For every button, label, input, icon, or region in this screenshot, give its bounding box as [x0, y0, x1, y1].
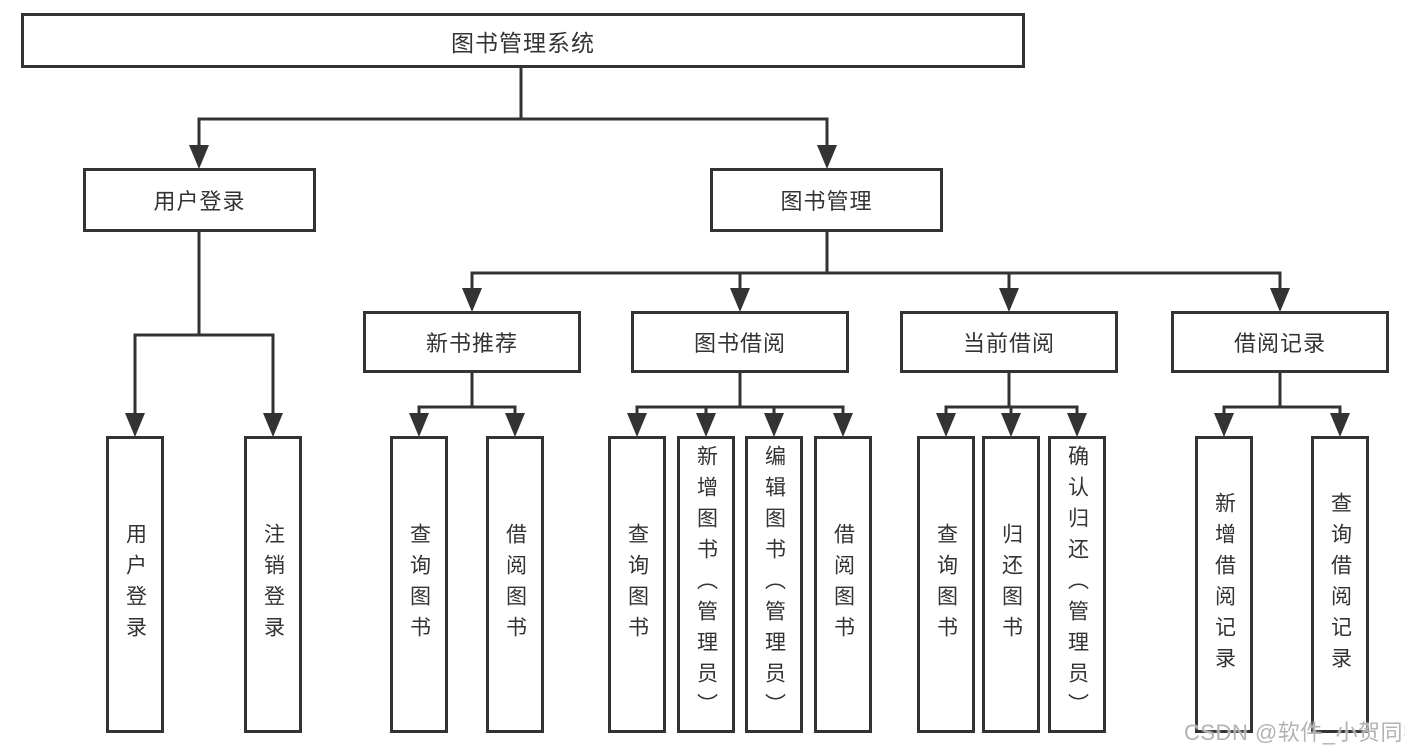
- arrowhead-icon: [125, 413, 145, 437]
- csdn-watermark: CSDN @软件_小贺同学: [1184, 720, 1405, 745]
- node-label: 确认归还（管理员）: [1065, 445, 1089, 724]
- leaf-add-borrow-record: 新增借阅记录: [1195, 436, 1253, 733]
- arrowhead-icon: [1001, 413, 1021, 437]
- connector-current-borrow-branch: [936, 373, 1087, 437]
- arrowhead-icon: [833, 413, 853, 437]
- node-label: 图书管理: [780, 189, 873, 214]
- node-label: 借阅图书: [831, 522, 855, 647]
- arrowhead-icon: [1214, 413, 1234, 437]
- arrowhead-icon: [936, 413, 956, 437]
- node-book-management: 图书管理: [710, 168, 943, 232]
- node-borrow-records: 借阅记录: [1171, 311, 1389, 373]
- leaf-query-borrow-record: 查询借阅记录: [1311, 436, 1369, 733]
- leaf-borrow-books-recommend: 借阅图书: [486, 436, 544, 733]
- arrowhead-icon: [409, 413, 429, 437]
- node-label: 用户登录: [123, 522, 147, 647]
- connector-new-book-branch: [409, 373, 525, 437]
- node-current-borrow: 当前借阅: [900, 311, 1118, 373]
- node-label: 归还图书: [999, 522, 1023, 647]
- node-label: 借阅图书: [503, 522, 527, 647]
- arrowhead-icon: [764, 413, 784, 437]
- node-label: 用户登录: [153, 189, 246, 214]
- arrowhead-icon: [505, 413, 525, 437]
- node-label: 查询图书: [625, 522, 649, 647]
- node-label: 新增借阅记录: [1212, 491, 1236, 678]
- leaf-return-books: 归还图书: [982, 436, 1040, 733]
- leaf-query-books-borrow: 查询图书: [608, 436, 666, 733]
- connector-book-management-branch: [462, 232, 1290, 312]
- leaf-borrow-books-borrow: 借阅图书: [814, 436, 872, 733]
- arrowhead-icon: [627, 413, 647, 437]
- arrowhead-icon: [263, 413, 283, 437]
- node-label: 查询图书: [407, 522, 431, 647]
- arrowhead-icon: [1330, 413, 1350, 437]
- node-label: 新书推荐: [425, 331, 518, 356]
- node-new-book-recommend: 新书推荐: [363, 311, 581, 373]
- arrowhead-icon: [817, 145, 837, 169]
- node-label: 借阅记录: [1233, 331, 1326, 356]
- arrowhead-icon: [462, 288, 482, 312]
- node-label: 图书管理系统: [451, 29, 595, 56]
- leaf-edit-book-admin: 编辑图书（管理员）: [745, 436, 803, 733]
- arrowhead-icon: [999, 288, 1019, 312]
- leaf-user-login: 用户登录: [106, 436, 164, 733]
- arrowhead-icon: [189, 145, 209, 169]
- node-user-login: 用户登录: [83, 168, 316, 232]
- arrowhead-icon: [1067, 413, 1087, 437]
- leaf-add-book-admin: 新增图书（管理员）: [677, 436, 735, 733]
- connector-book-borrow-branch: [627, 373, 853, 437]
- node-label: 查询借阅记录: [1328, 491, 1352, 678]
- node-library-management-system: 图书管理系统: [21, 13, 1025, 68]
- node-label: 编辑图书（管理员）: [762, 445, 786, 724]
- node-label: 注销登录: [261, 522, 285, 647]
- node-label: 图书借阅: [693, 331, 786, 356]
- connector-root-branch: [189, 68, 837, 169]
- node-book-borrow: 图书借阅: [631, 311, 849, 373]
- node-label: 查询图书: [934, 522, 958, 647]
- node-label: 新增图书（管理员）: [694, 445, 718, 724]
- arrowhead-icon: [696, 413, 716, 437]
- leaf-confirm-return-admin: 确认归还（管理员）: [1048, 436, 1106, 733]
- leaf-query-books-current: 查询图书: [917, 436, 975, 733]
- arrowhead-icon: [730, 288, 750, 312]
- connector-user-login-branch: [125, 232, 283, 437]
- arrowhead-icon: [1270, 288, 1290, 312]
- leaf-logout: 注销登录: [244, 436, 302, 733]
- connector-borrow-records-branch: [1214, 373, 1350, 437]
- node-label: 当前借阅: [962, 331, 1055, 356]
- leaf-query-books-recommend: 查询图书: [390, 436, 448, 733]
